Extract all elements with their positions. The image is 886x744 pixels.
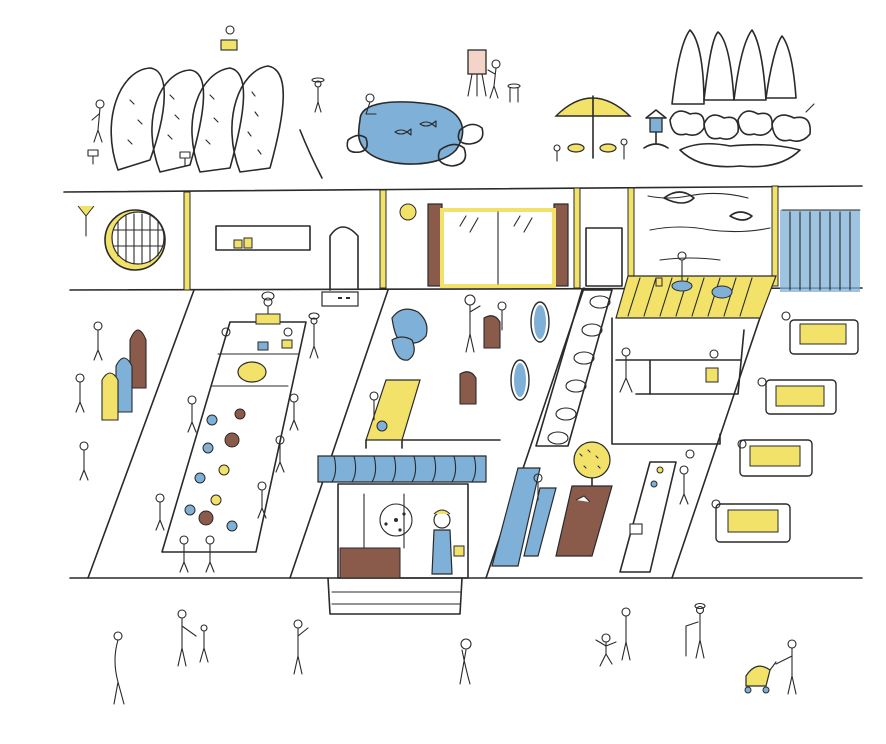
dancing-kid bbox=[595, 607, 631, 667]
farmer-figure bbox=[87, 99, 191, 167]
round-window-icon bbox=[104, 209, 166, 271]
pedestrian bbox=[113, 631, 125, 705]
waiter-figures bbox=[75, 321, 147, 481]
dining-table bbox=[161, 321, 307, 553]
hat-man-figure bbox=[311, 77, 325, 113]
interior-floor bbox=[69, 251, 863, 615]
pond-icon bbox=[346, 93, 484, 167]
curtain bbox=[780, 209, 861, 292]
field-rows bbox=[110, 65, 323, 179]
parasol-icon bbox=[553, 95, 632, 162]
room-floorplan bbox=[611, 317, 745, 445]
garden-area bbox=[87, 25, 815, 179]
walking-cane-icon bbox=[685, 602, 706, 659]
pedestrian bbox=[293, 619, 309, 675]
easel-icon bbox=[467, 49, 521, 103]
salon-area bbox=[391, 294, 550, 405]
stroller-icon bbox=[744, 639, 797, 695]
reception-counter bbox=[619, 449, 695, 573]
flower-display bbox=[555, 441, 613, 557]
noren-curtain-icon bbox=[317, 455, 487, 615]
chef-figure bbox=[255, 291, 320, 359]
pedestrian bbox=[459, 638, 472, 685]
parent-child bbox=[177, 609, 209, 667]
stepping-stones bbox=[535, 289, 613, 447]
basket-figure bbox=[220, 25, 238, 51]
lobby-sofa bbox=[491, 467, 557, 567]
dining-guests bbox=[155, 393, 299, 573]
tree-icon bbox=[669, 29, 815, 168]
building-wall bbox=[63, 185, 863, 307]
tatami-deck bbox=[615, 251, 777, 319]
bathtub-icon bbox=[711, 311, 859, 543]
street-people bbox=[113, 602, 797, 705]
stone-lantern-icon bbox=[643, 109, 669, 149]
bar-counter bbox=[365, 379, 501, 449]
